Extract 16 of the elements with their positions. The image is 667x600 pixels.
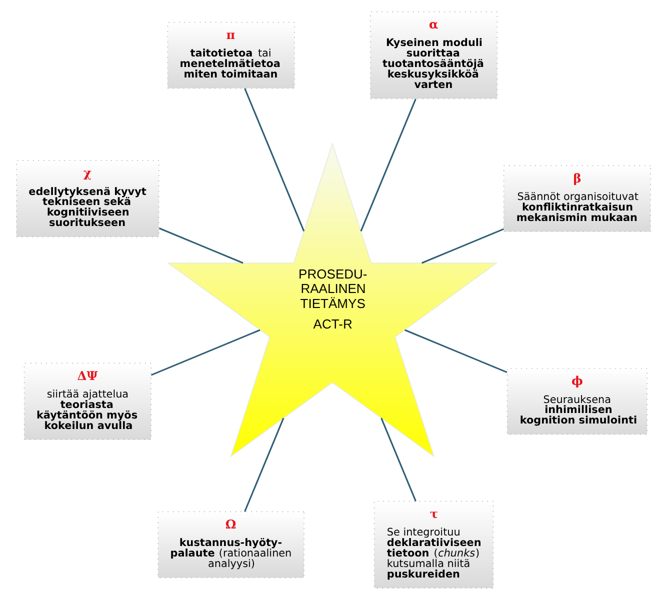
connector [244, 88, 305, 232]
node-box: α Kyseinen moduli suorittaa tuotantosääntöjä keskusyksikköä varten [370, 11, 498, 100]
connector [150, 329, 260, 376]
connector [422, 228, 504, 264]
node-box: π taitotietoa tai menetelmätietoa miten toimitaan [167, 22, 295, 89]
node-box: χ edellytyksenä kyvyt tekniseen sekä kognitiiviseen suoritukseen [16, 160, 160, 238]
node-box: ϕ Seurauksena inhimillisen kognition simulointi [506, 368, 648, 435]
node-box: τ Se integroituu deklaratiiviseen tietoon (chunks) kutsumalla niitä puskureiden [374, 500, 494, 589]
connector [380, 418, 416, 502]
connector [360, 98, 416, 232]
node-box: Ω kustannus-hyöty-palaute (rationaalinen analyysi) [158, 511, 304, 578]
node-box: β Säännöt organisoituvat konfliktinratkaisun mekanismin mukaan [503, 165, 651, 232]
connector [404, 329, 508, 374]
connector [244, 418, 284, 512]
connector [158, 228, 244, 264]
node-box: ΔΨ siirtää ajattelua teoriasta käytäntöön myös kokeilun avulla [24, 362, 152, 440]
